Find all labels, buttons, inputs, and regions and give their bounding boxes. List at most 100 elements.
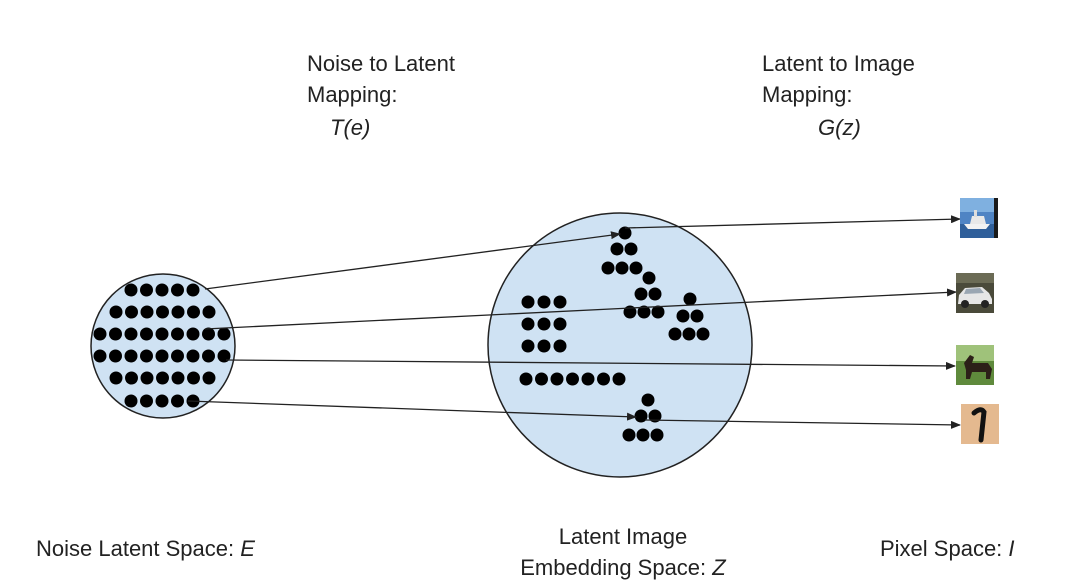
noise-dot [140, 283, 153, 297]
latent-dot [601, 261, 615, 275]
noise-dot [125, 371, 138, 385]
noise-dot [187, 305, 200, 319]
latent-embedding-symbol: Z [712, 555, 726, 580]
noise-dot [217, 327, 231, 341]
noise-dot [124, 327, 138, 341]
noise-dot-cluster [93, 283, 231, 408]
latent-dot [521, 295, 535, 309]
mapping-arrows [187, 215, 961, 429]
noise-dot [186, 283, 200, 297]
noise-dot [171, 283, 184, 297]
pixel-space-label: Pixel Space: I [880, 533, 1015, 564]
arrow-cluster-bottom-to-digit [644, 419, 961, 429]
latent-embedding-space-label: Latent Image Embedding Space: Z [495, 521, 751, 583]
noise-latent-space-text: Noise Latent Space: [36, 536, 241, 561]
latent-to-image-function: G(z) [818, 115, 861, 140]
noise-dot [109, 349, 122, 363]
noise-dot [155, 327, 169, 341]
noise-dot [140, 305, 154, 319]
latent-dot [690, 309, 704, 323]
noise-dot [124, 349, 138, 363]
noise-to-latent-line1: Noise to Latent [307, 51, 455, 76]
latent-embedding-space-circle [487, 212, 753, 478]
latent-dot [682, 327, 696, 341]
latent-dot [642, 271, 656, 285]
latent-to-image-label: Latent to Image Mapping: G(z) [762, 48, 915, 143]
latent-dot [581, 372, 595, 386]
noise-dot [109, 305, 123, 319]
latent-dot [521, 317, 535, 331]
noise-to-latent-function: T(e) [330, 115, 371, 140]
noise-dot [140, 394, 153, 408]
noise-latent-space-symbol: E [240, 536, 255, 561]
latent-dot [537, 317, 551, 331]
latent-dot [634, 287, 648, 301]
latent-dot [612, 372, 626, 386]
latent-embedding-line1: Latent Image [558, 524, 688, 549]
noise-dot [140, 327, 153, 341]
digit-one-image [961, 404, 999, 444]
noise-dot [187, 371, 200, 385]
latent-dot [550, 372, 564, 386]
noise-dot [171, 371, 185, 385]
latent-dot [696, 327, 710, 341]
arrow-noise-to-cluster-bottom [187, 400, 637, 421]
latent-dot [637, 305, 651, 319]
noise-dot [186, 327, 200, 341]
latent-dot [651, 305, 665, 319]
arrow-cluster-top-to-boat [624, 215, 961, 229]
latent-to-image-line2: Mapping: [762, 82, 853, 107]
latent-dot [629, 261, 643, 275]
latent-dot [648, 409, 662, 423]
noise-dot [93, 327, 107, 341]
horse-image [956, 345, 994, 385]
latent-dot [553, 295, 567, 309]
latent-dot [668, 327, 682, 341]
latent-dot [618, 226, 632, 240]
latent-dot [610, 242, 624, 256]
noise-to-latent-line2: Mapping: [307, 82, 398, 107]
latent-dot [641, 393, 655, 407]
latent-dot [537, 339, 551, 353]
noise-to-latent-label: Noise to Latent Mapping: T(e) [307, 48, 455, 143]
latent-dot [537, 295, 551, 309]
arrow-noise-to-horse [225, 359, 956, 370]
noise-dot [202, 305, 216, 319]
arrow-noise-to-cluster-top [204, 231, 621, 290]
noise-latent-space-label: Noise Latent Space: E [36, 533, 255, 564]
latent-embedding-line2-text: Embedding Space: [520, 555, 713, 580]
latent-dot [622, 428, 636, 442]
noise-dot [124, 394, 138, 408]
latent-dot [519, 372, 533, 386]
latent-dot [676, 309, 690, 323]
latent-dot [650, 428, 664, 442]
noise-dot [156, 305, 169, 319]
latent-to-image-line1: Latent to Image [762, 51, 915, 76]
latent-dot [683, 292, 697, 306]
noise-dot [124, 283, 138, 297]
boat-image [960, 198, 998, 238]
noise-dot [93, 349, 107, 363]
pixel-space-symbol: I [1008, 536, 1015, 561]
latent-dot [624, 242, 638, 256]
latent-dot [648, 287, 662, 301]
noise-dot [217, 349, 231, 363]
noise-dot [171, 305, 185, 319]
noise-dot [125, 305, 138, 319]
noise-dot [202, 371, 216, 385]
noise-dot [186, 349, 200, 363]
noise-dot [140, 349, 153, 363]
arrow-noise-to-car [204, 288, 957, 330]
car-image [956, 273, 994, 313]
noise-dot [156, 371, 169, 385]
noise-dot [202, 349, 215, 363]
latent-dot [553, 339, 567, 353]
noise-dot [140, 371, 154, 385]
latent-embedding-line2: Embedding Space: Z [495, 552, 751, 583]
latent-dot [636, 428, 650, 442]
latent-dot [615, 261, 629, 275]
noise-dot [171, 349, 184, 363]
latent-dot [566, 372, 579, 386]
noise-dot [155, 394, 169, 408]
